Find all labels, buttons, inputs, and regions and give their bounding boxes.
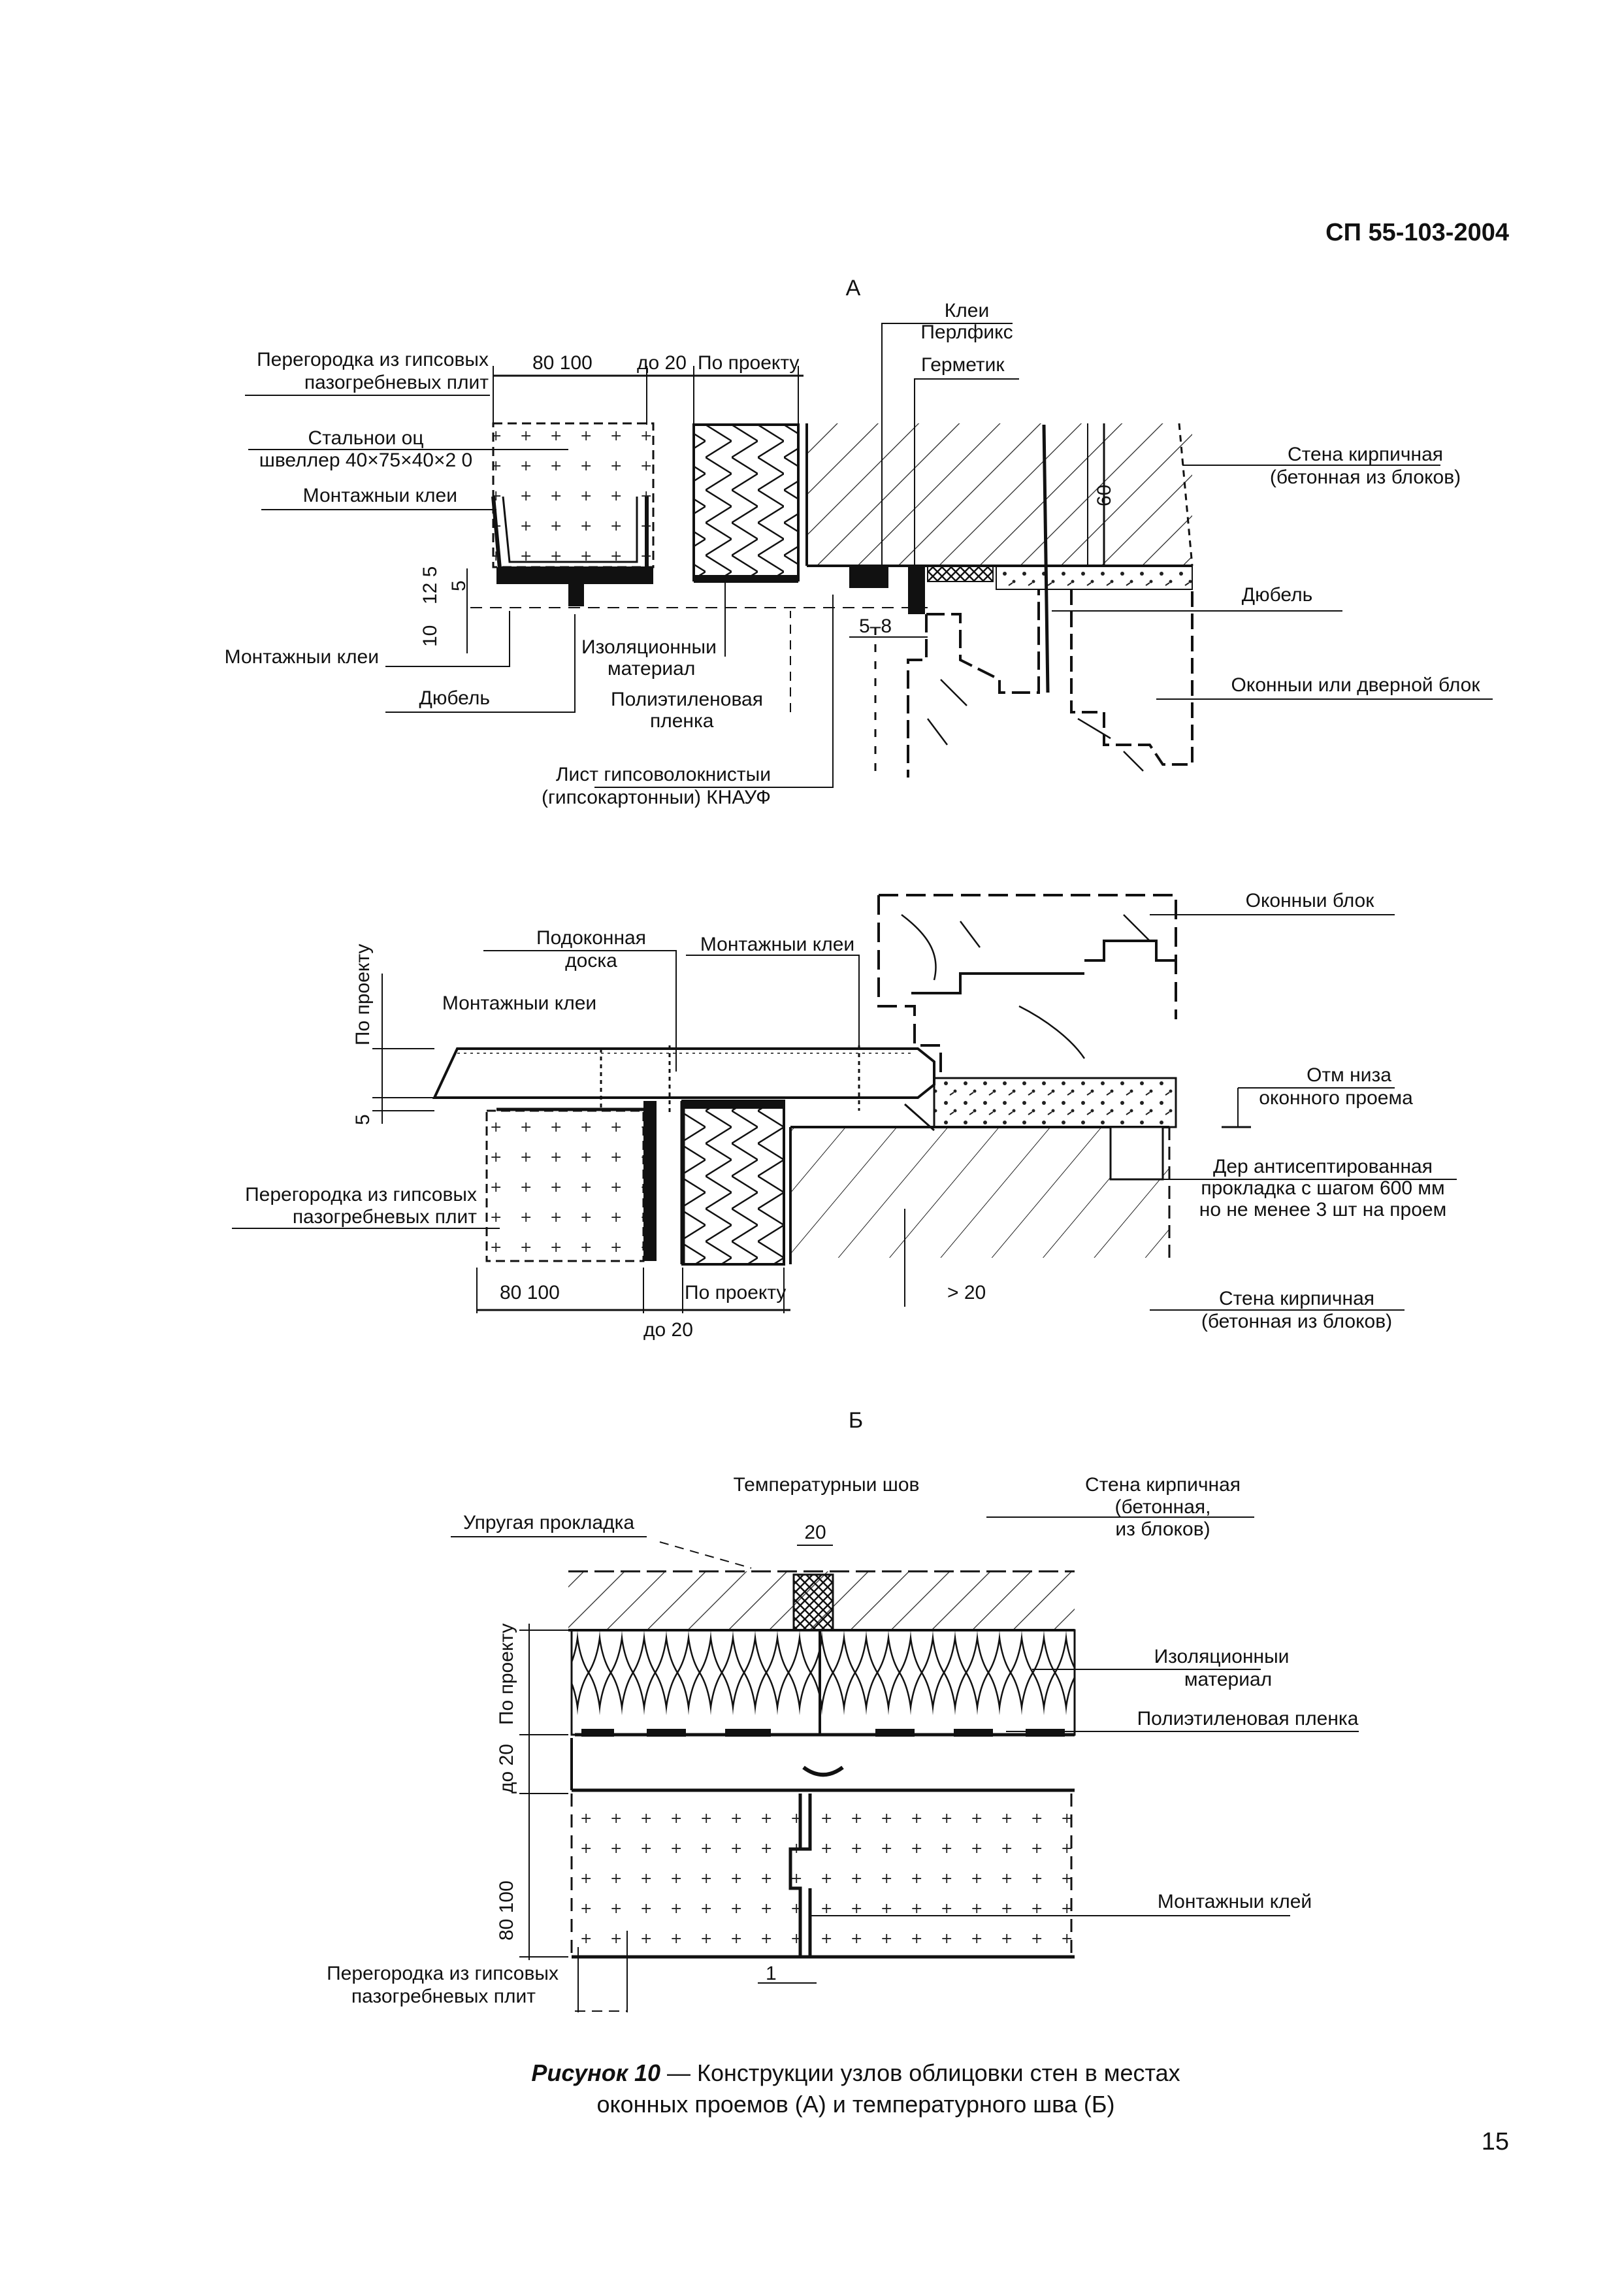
label-mount-glue-2: Монтажныи клеи (225, 646, 379, 668)
label-opening-mark-2: оконного проема (1259, 1087, 1413, 1109)
section-a-letter: А (846, 276, 861, 301)
label-pe-film: Полиэтиленовая (611, 689, 763, 710)
label-dowel-left: Дюбель (419, 687, 491, 709)
label-partition-b: Перегородка из гипсовых (327, 1963, 559, 1984)
label-wood-pad-2: прокладка с шагом 600 мм (1201, 1177, 1444, 1199)
dim-po-proektu-vertical: По проекту (352, 944, 374, 1045)
label-sealant: Герметик (921, 354, 1005, 376)
label-window-block-lower: Оконныи блок (1246, 890, 1375, 911)
figure-caption-line2: оконных проемов (А) и температурного шва… (596, 2091, 1114, 2118)
wood-pad (1111, 1127, 1163, 1179)
label-partition: Перегородка из гипсовых (257, 349, 489, 370)
label-window-block: Оконныи или дверной блок (1231, 674, 1481, 696)
dim-po-proektu-b: По проекту (496, 1624, 517, 1725)
label-temp-joint: Температурныи шов (734, 1474, 920, 1496)
dim-po-proektu-lower: По проекту (685, 1282, 786, 1303)
brick-wall (807, 423, 1192, 566)
label-mount-glue-top: Монтажныи клеи (700, 934, 854, 955)
tongue-groove-joint (790, 1794, 810, 1957)
brick-wall-lower (790, 1127, 1169, 1258)
label-insulation-b: Изоляционныи (1154, 1646, 1290, 1667)
label-pe-film-2: пленка (650, 710, 714, 732)
window-block (879, 895, 1176, 1078)
dim-5-8: 5–8 (859, 615, 892, 637)
label-mount-glue-left: Монтажныи клеи (442, 992, 596, 1014)
dim-po-proektu: По проекту (698, 352, 799, 374)
label-partition-lower: Перегородка из гипсовых (245, 1184, 477, 1205)
label-brick-wall-lower: Стена кирпичная (1219, 1288, 1374, 1309)
dim-do20-b: до 20 (496, 1744, 517, 1794)
label-perlfix: Перлфикс (920, 321, 1013, 343)
dim-10: 10 (419, 625, 441, 647)
screed (934, 1078, 1176, 1127)
label-steel-channel: Стальнои оц (308, 427, 423, 449)
dim-80-100-lower: 80 100 (500, 1282, 560, 1303)
label-partition-lower-2: пазогребневых плит (293, 1206, 477, 1228)
label-insulation-b-2: материал (1184, 1669, 1272, 1690)
label-knauf-sheet: Лист гипсоволокнистыи (556, 764, 771, 785)
dim-80-100: 80 100 (532, 352, 593, 374)
dim-5: 5 (448, 580, 470, 591)
gypsum-partition-b (575, 1794, 1075, 1957)
elastic-pad (794, 1575, 833, 1630)
gypsum-partition-lower (487, 1111, 643, 1261)
dim-do20: до 20 (637, 352, 687, 374)
figure-caption-line1: Рисунок 10 — Конструкции узлов облицовки… (531, 2059, 1180, 2086)
dim-60: 60 (1094, 485, 1115, 506)
label-insulation-2: материал (608, 658, 695, 680)
label-wood-pad-3: но не менее 3 шт на проем (1199, 1199, 1446, 1221)
gypsum-partition (493, 423, 653, 567)
page-number: 15 (1482, 2128, 1509, 2155)
label-glue: Клеи (945, 300, 989, 321)
dim-12-5: 12 5 (419, 566, 441, 604)
label-sill-board: Подоконная (536, 927, 646, 949)
insulation-b (572, 1630, 1075, 1735)
label-knauf-sheet-2: (гипсокартонныи) КНАУФ (542, 787, 771, 808)
section-a: А 80 100 до 20 (225, 276, 1493, 808)
dowel-right (1044, 425, 1048, 693)
label-pe-film-b: Полиэтиленовая пленка (1137, 1708, 1359, 1729)
label-partition-b-2: пазогребневых плит (351, 1986, 536, 2007)
label-brick-wall-lower-2: (бетонная из блоков) (1201, 1311, 1392, 1332)
dim-20-b: 20 (804, 1522, 826, 1543)
label-wood-pad: Дер антисептированная (1213, 1156, 1433, 1177)
label-brick-wall: Стена кирпичная (1288, 444, 1443, 465)
insulation-lower (683, 1101, 784, 1264)
dim-5-lower: 5 (352, 1114, 374, 1125)
label-mount-glue-1: Монтажныи клеи (303, 485, 457, 506)
label-mount-glue-b: Монтажныи клей (1158, 1891, 1312, 1912)
dim-gt20: > 20 (947, 1282, 986, 1303)
label-brick-wall-2: (бетонная из блоков) (1270, 467, 1461, 488)
window-frame (1071, 589, 1192, 764)
insulation-block (694, 425, 798, 580)
label-elastic-pad: Упругая прокладка (463, 1512, 634, 1533)
section-a2: По проекту 5 80 100 По проекту до 20 > 2… (232, 890, 1457, 1341)
label-steel-channel-2: швеллер 40×75×40×2 0 (259, 450, 472, 471)
label-insulation: Изоляционныи (581, 636, 717, 658)
label-dowel-right: Дюбель (1242, 584, 1313, 606)
label-sill-board-2: доска (565, 950, 617, 972)
label-brick-wall-b-2: (бетонная, (1114, 1496, 1210, 1518)
dim-80-100-b: 80 100 (496, 1880, 517, 1941)
label-opening-mark: Отм низа (1307, 1064, 1391, 1086)
dim-1-b: 1 (766, 1963, 777, 1984)
label-partition-2: пазогребневых плит (304, 372, 489, 393)
section-b-letter: Б (849, 1408, 863, 1433)
label-brick-wall-b: Стена кирпичная (1085, 1474, 1241, 1496)
section-b: Б 20 По проекту до 20 80 100 (327, 1408, 1359, 2012)
doc-code: СП 55-103-2004 (1325, 219, 1509, 246)
dim-do20-lower: до 20 (643, 1319, 693, 1341)
label-brick-wall-b-3: из блоков) (1115, 1518, 1210, 1540)
sealant (908, 566, 925, 614)
